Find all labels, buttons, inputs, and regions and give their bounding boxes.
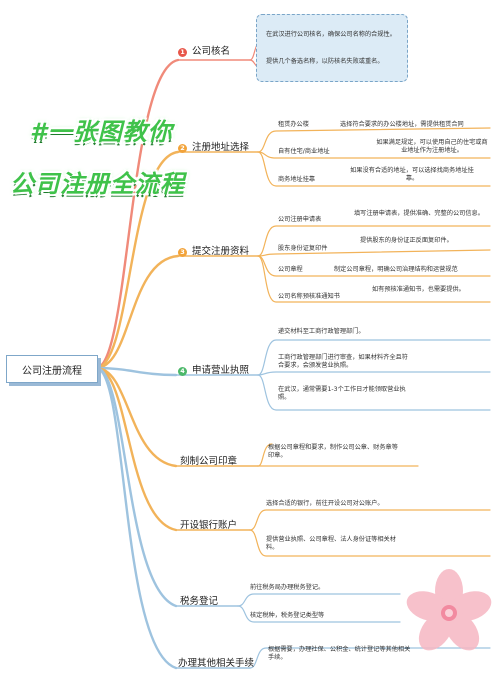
desc-own-address: 如果满足规定，可以使用自己的住宅或商业地址作为注册地址。 <box>376 139 488 154</box>
desc-name-preapproval: 如有预核准通知书，也需要提供。 <box>372 286 465 293</box>
desc-address-hosting: 如果没有合适的地址，可以选择找商务地址挂靠。 <box>350 167 474 182</box>
branch-business-license[interactable]: 申请营业执照 <box>192 365 250 376</box>
desc-application-form: 填写注册申请表，提供准确、完整的公司信息。 <box>354 210 484 217</box>
branch-company-seal[interactable]: 刻制公司印章 <box>180 456 238 467</box>
leaf-own-address: 自有住宅/商业地址 <box>278 148 330 155</box>
cherry-blossom-icon <box>406 569 492 651</box>
leaf-lease-office: 租赁办公楼 <box>278 121 309 128</box>
desc-lease-office: 选择符合要求的办公楼地址，需提供租赁合同 <box>340 121 464 128</box>
branch-submit-documents[interactable]: 提交注册资料 <box>192 246 250 257</box>
note-license-3: 在武汉，通常需要1-3个工作日才能领取营业执照。 <box>278 386 406 401</box>
leaf-address-hosting: 商务地址挂靠 <box>278 176 316 183</box>
leaf-articles-of-association: 公司章程 <box>278 266 303 273</box>
note-bank-2: 提供营业执照、公司章程、法人身份证等相关材料。 <box>266 536 396 551</box>
title-line-1: #一张图教你 <box>30 118 173 146</box>
root-node[interactable]: 公司注册流程 <box>6 355 98 383</box>
branch-tax-registration[interactable]: 税务登记 <box>180 596 219 607</box>
branch-address-selection[interactable]: 注册地址选择 <box>192 142 250 153</box>
badge-2: 2 <box>178 144 187 153</box>
note-bank-1: 选择合适的银行，前往开设公司对公账户。 <box>266 500 384 507</box>
desc-articles-of-association: 制定公司章程，明确公司治理结构和运营规范 <box>334 266 458 273</box>
note-license-1: 递交材料至工商行政管理部门。 <box>278 328 365 335</box>
title-line-2: 公司注册全流程 <box>10 170 185 198</box>
badge-1: 1 <box>178 48 187 57</box>
leaf-shareholder-id: 股东身份证复印件 <box>278 245 328 252</box>
note-tax-1: 前往税务局办理税务登记。 <box>250 584 325 591</box>
desc-shareholder-id: 提供股东的身份证正反面复印件。 <box>360 237 453 244</box>
root-label: 公司注册流程 <box>22 366 82 377</box>
leaf-application-form: 公司注册申请表 <box>278 216 322 223</box>
note-tax-2: 核定税种，税务登记类型等 <box>250 612 325 619</box>
note-name-check-2: 提供几个备选名称，以防核名失败或重名。 <box>266 58 384 65</box>
note-box-name-check <box>256 14 408 82</box>
note-seal-1: 根据公司章程和要求，制作公司公章、财务章等印章。 <box>268 444 398 459</box>
branch-company-name-check[interactable]: 公司核名 <box>192 46 231 57</box>
note-license-2: 工商行政管理部门进行审查，如果材料齐全且符合要求，会颁发营业执照。 <box>278 354 408 369</box>
branch-bank-account[interactable]: 开设银行账户 <box>180 520 238 531</box>
badge-4: 4 <box>178 367 187 376</box>
note-other-1: 根据需要，办理社保、公积金、统计登记等其他相关手续。 <box>268 646 411 661</box>
branch-other-procedures[interactable]: 办理其他相关手续 <box>178 658 255 669</box>
leaf-name-preapproval: 公司名称预核准通知书 <box>278 293 340 300</box>
badge-3: 3 <box>178 248 187 257</box>
note-name-check-1: 在武汉进行公司核名，确保公司名称的合规性。 <box>266 31 396 38</box>
